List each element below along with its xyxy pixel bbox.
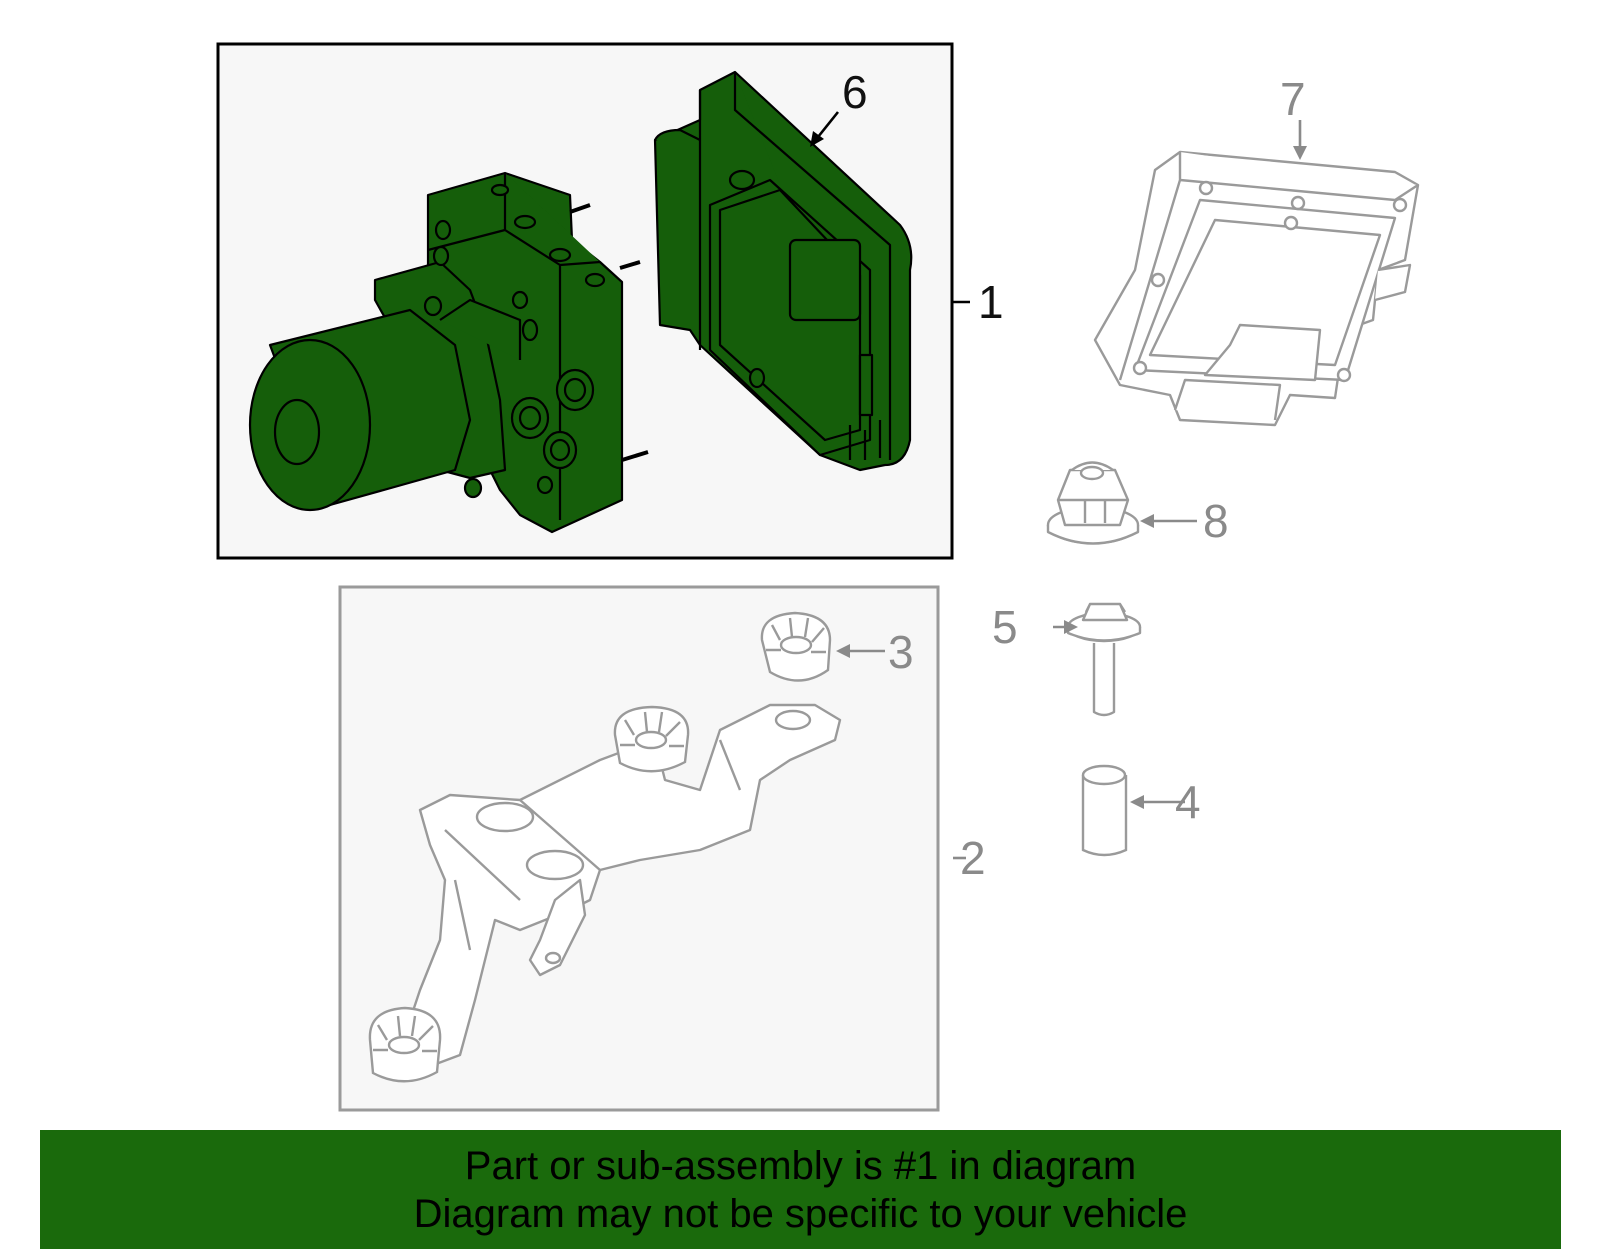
grommet-top[interactable] <box>760 611 832 682</box>
flange-bolt[interactable] <box>1066 602 1142 717</box>
flange-nut[interactable] <box>1046 461 1140 545</box>
grey-leaders <box>844 120 1302 860</box>
callout-4: 4 <box>1175 776 1201 828</box>
grommet-bracket-top[interactable] <box>613 705 690 773</box>
callout-7: 7 <box>1280 73 1306 125</box>
callout-6: 6 <box>842 66 868 118</box>
callout-2: 2 <box>960 832 986 884</box>
electronic-control-unit[interactable] <box>1093 150 1420 427</box>
banner-line-1: Part or sub-assembly is #1 in diagram <box>464 1143 1137 1188</box>
arrowhead-6 <box>810 131 824 147</box>
disclaimer-banner: Part or sub-assembly is #1 in diagram Di… <box>40 1130 1561 1249</box>
callout-5: 5 <box>992 601 1018 653</box>
grey-arrowheads <box>836 146 1307 809</box>
callout-3: 3 <box>888 626 914 678</box>
abs-control-module[interactable] <box>653 70 913 472</box>
callout-8: 8 <box>1203 495 1229 547</box>
sleeve[interactable] <box>1081 764 1128 857</box>
callout-1: 1 <box>978 276 1004 328</box>
grommet-bracket-bottom[interactable] <box>368 1006 442 1083</box>
banner-line-2: Diagram may not be specific to your vehi… <box>413 1191 1188 1236</box>
leader-lines <box>816 111 970 304</box>
abs-hydraulic-unit[interactable] <box>248 171 649 534</box>
